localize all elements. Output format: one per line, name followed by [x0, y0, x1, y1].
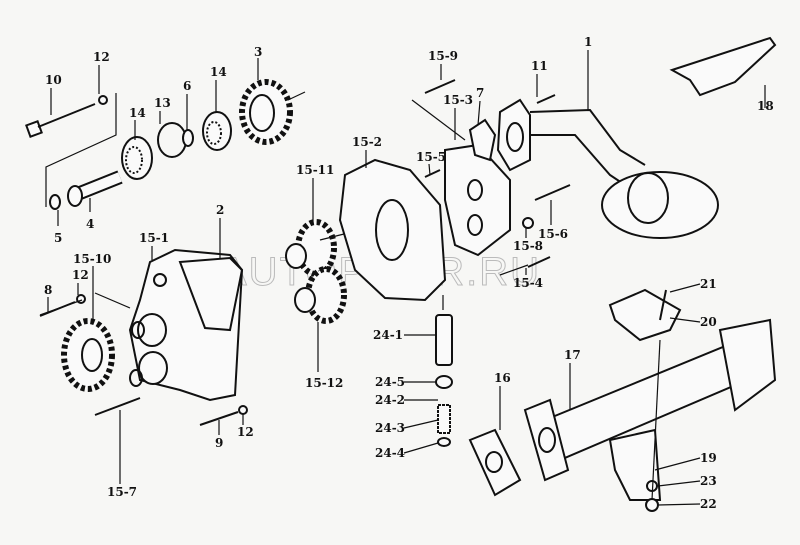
label-9: 9	[215, 436, 223, 450]
label-15-3: 15-3	[443, 93, 473, 107]
bolt-15-7	[94, 397, 141, 416]
pump-housing-15-1	[128, 248, 244, 402]
leader-lines	[39, 292, 131, 316]
label-15-11: 15-11	[296, 163, 334, 177]
valve-24	[435, 295, 453, 447]
gear-15-11	[285, 219, 381, 277]
gear-15-12	[294, 266, 347, 324]
label-20: 20	[700, 315, 717, 329]
label-15-2: 15-2	[352, 135, 382, 149]
gasket-7	[468, 118, 497, 162]
label-23: 23	[700, 474, 717, 488]
bolt-15-6	[534, 184, 571, 201]
leader-15-4	[499, 264, 529, 276]
label-13: 13	[154, 96, 171, 110]
gasket-16	[468, 428, 522, 497]
label-1: 1	[584, 35, 592, 49]
gear-3	[239, 79, 306, 145]
label-10: 10	[45, 73, 62, 87]
label-17: 17	[564, 348, 581, 362]
washer-6	[182, 129, 194, 147]
bearing-14b	[202, 111, 232, 151]
label-15-7: 15-7	[107, 485, 137, 499]
snap-ring-13	[157, 122, 187, 158]
label-24-5: 24-5	[375, 375, 405, 389]
leader-15-9	[411, 99, 466, 141]
washer-12c	[238, 405, 248, 415]
label-15-10: 15-10	[73, 252, 111, 266]
label-12b: 12	[72, 268, 89, 282]
bolt-10	[25, 103, 96, 138]
bolt-11	[536, 94, 556, 104]
label-15-1: 15-1	[139, 231, 169, 245]
label-3: 3	[254, 45, 262, 59]
bolt-21	[659, 289, 667, 321]
label-22: 22	[700, 497, 717, 511]
label-14b: 14	[129, 106, 146, 120]
label-24-2: 24-2	[375, 393, 405, 407]
bracket-18	[669, 36, 777, 97]
leader-bracket	[45, 93, 117, 207]
label-4: 4	[86, 217, 94, 231]
washer-12	[98, 95, 108, 105]
bolt-15-4	[527, 256, 551, 268]
label-12a: 12	[93, 50, 110, 64]
label-5: 5	[54, 231, 62, 245]
label-15-8: 15-8	[513, 239, 543, 253]
label-2: 2	[216, 203, 224, 217]
nut-22	[645, 498, 659, 512]
label-15-4: 15-4	[513, 276, 543, 290]
label-14a: 14	[210, 65, 227, 79]
label-6: 6	[183, 79, 191, 93]
bolt-15-9	[424, 79, 456, 94]
pump-body-15-2	[338, 158, 447, 302]
label-19: 19	[700, 451, 717, 465]
label-16: 16	[494, 371, 511, 385]
label-15-5: 15-5	[416, 150, 446, 164]
label-24-1: 24-1	[373, 328, 403, 342]
label-21: 21	[700, 277, 717, 291]
bolt-9	[199, 411, 239, 426]
label-15-9: 15-9	[428, 49, 458, 63]
nut-15-8	[522, 217, 534, 229]
label-15-12: 15-12	[305, 376, 343, 390]
bearing-14	[121, 136, 153, 180]
gear-15-10	[61, 318, 115, 392]
cover-2	[178, 256, 244, 332]
ring-5	[49, 194, 61, 210]
center-line	[651, 339, 661, 501]
label-24-3: 24-3	[375, 421, 405, 435]
pin-15-5	[424, 169, 441, 178]
shaft-4	[67, 170, 123, 207]
pipe-17	[523, 318, 777, 482]
label-15-6: 15-6	[538, 227, 568, 241]
label-7: 7	[476, 86, 484, 100]
pump-bore	[375, 199, 409, 261]
label-8: 8	[44, 283, 52, 297]
label-12c: 12	[237, 425, 254, 439]
clamp-20	[608, 288, 682, 342]
label-18: 18	[757, 99, 774, 113]
label-11: 11	[531, 59, 548, 73]
label-24-4: 24-4	[375, 446, 405, 460]
oil-pickup-1	[496, 98, 719, 239]
